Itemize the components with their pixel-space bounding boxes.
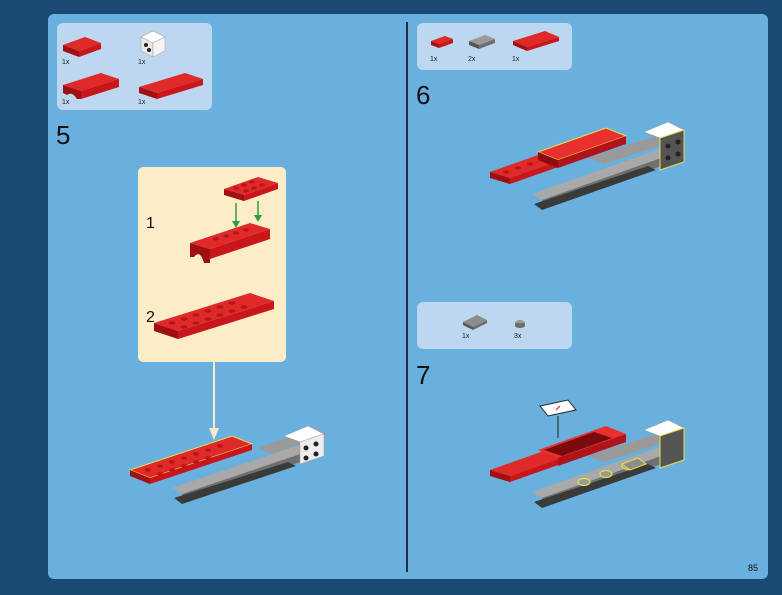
red-plate-2x8-part: [139, 73, 203, 99]
step-number: 5: [56, 120, 71, 150]
red-plate-2x4-part: [63, 37, 101, 57]
red-plate-1x2-part: [431, 36, 453, 48]
grey-plate-1x2-part: [469, 35, 495, 49]
red-tile-2x6-part: [513, 31, 559, 51]
subassembly-callout: 1 2: [138, 167, 286, 362]
qty-label: 2x: [468, 56, 476, 63]
step-number: 7: [416, 360, 431, 390]
page-divider: [406, 22, 408, 572]
qty-label: 3x: [514, 333, 522, 340]
parts-callout-step6: 1x 2x 1x: [417, 23, 572, 70]
qty-label: 1x: [62, 59, 70, 66]
substep-number: 2: [146, 309, 155, 326]
parts-callout-step5: 1x 1x 1x 1x: [57, 23, 212, 110]
step-number: 6: [416, 80, 431, 110]
qty-label: 1x: [138, 59, 146, 66]
red-arch-subpart: [190, 223, 270, 263]
qty-label: 1x: [462, 333, 470, 340]
step5-model: [128, 425, 328, 504]
qty-label: 1x: [512, 56, 520, 63]
red-arch-part: [63, 73, 119, 99]
substep-number: 1: [146, 215, 155, 232]
step6-model: [490, 121, 685, 210]
grey-slope-part: [463, 315, 487, 330]
green-arrows: [232, 201, 262, 228]
qty-label: 1x: [138, 99, 146, 106]
qty-label: 1x: [430, 56, 438, 63]
step7-model: [490, 399, 685, 508]
instruction-page: 1x 1x 1x 1x 5 1 2: [48, 14, 768, 579]
red-plate-2x4-subpart: [224, 177, 278, 201]
grey-round-tile-part: [515, 320, 525, 328]
red-plate-2x8-subassembly: [154, 293, 274, 339]
white-bracket-part: [140, 30, 166, 58]
parts-callout-step7: 1x 3x: [417, 302, 572, 349]
callout-arrow: [209, 362, 219, 440]
page-number: 85: [747, 563, 758, 573]
qty-label: 1x: [62, 99, 70, 106]
